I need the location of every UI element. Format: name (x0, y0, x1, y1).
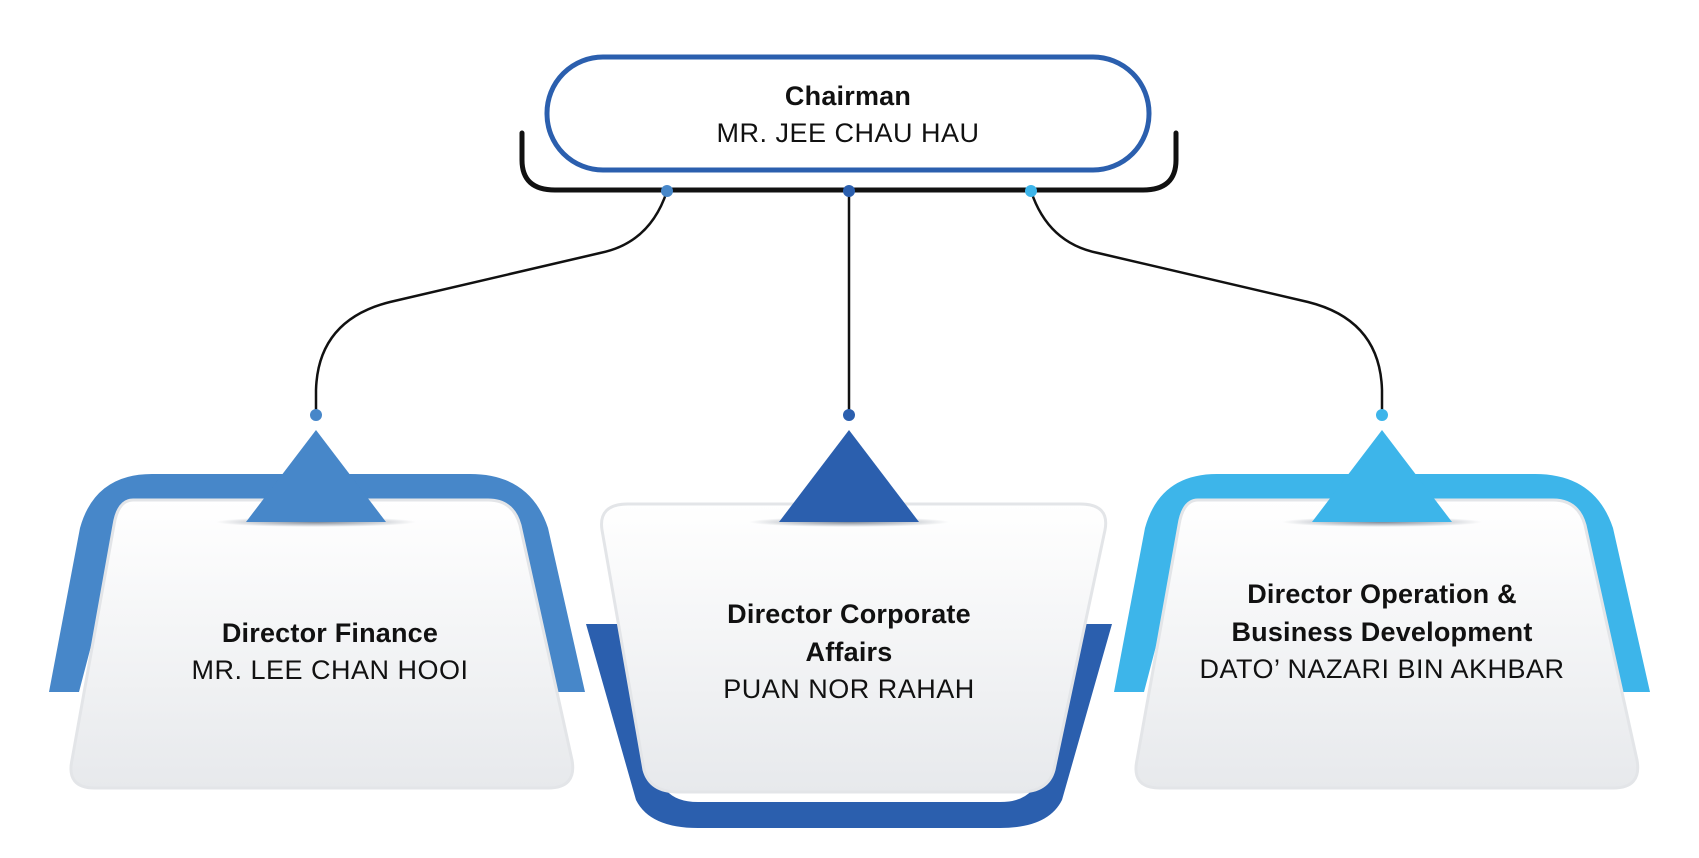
director-corporate-name: PUAN NOR RAHAH (723, 674, 975, 704)
director-finance-role: Director Finance (221, 618, 439, 648)
card-operation (1114, 409, 1650, 790)
card-corporate-pointer (779, 430, 919, 522)
card-operation-frame (1114, 474, 1650, 692)
card-operation-pointer (1312, 430, 1452, 522)
connector-dot (843, 409, 855, 421)
chairman-label: Chairman MR. JEE CHAU HAU (547, 77, 1149, 151)
card-operation-body (1134, 498, 1640, 790)
card-finance-pointer (246, 430, 386, 522)
director-finance-name: MR. LEE CHAN HOOI (191, 655, 469, 685)
connector-finance (314, 190, 669, 415)
chairman-box (544, 54, 1152, 173)
connector-operation (1029, 190, 1384, 415)
card-finance (49, 409, 585, 790)
director-corporate-label: Director Corporate Affairs PUAN NOR RAHA… (694, 595, 1004, 707)
director-finance-label: Director Finance MR. LEE CHAN HOOI (130, 614, 530, 688)
chairman-name: MR. JEE CHAU HAU (716, 118, 980, 148)
connector-dot (310, 409, 322, 421)
director-operation-label: Director Operation & Business Developmen… (1172, 575, 1592, 687)
connector-dot (1376, 409, 1388, 421)
connector-dot (843, 185, 855, 197)
director-operation-name: DATO’ NAZARI BIN AKHBAR (1199, 654, 1565, 684)
chairman-role: Chairman (784, 81, 912, 111)
director-operation-role: Director Operation & Business Developmen… (1231, 579, 1533, 647)
card-corporate (586, 409, 1112, 828)
connector-dot (661, 185, 673, 197)
director-corporate-role: Director Corporate Affairs (727, 599, 971, 667)
card-corporate-body (600, 502, 1108, 794)
card-finance-frame (49, 474, 585, 692)
connector-dot (1025, 185, 1037, 197)
card-finance-body (69, 498, 575, 790)
